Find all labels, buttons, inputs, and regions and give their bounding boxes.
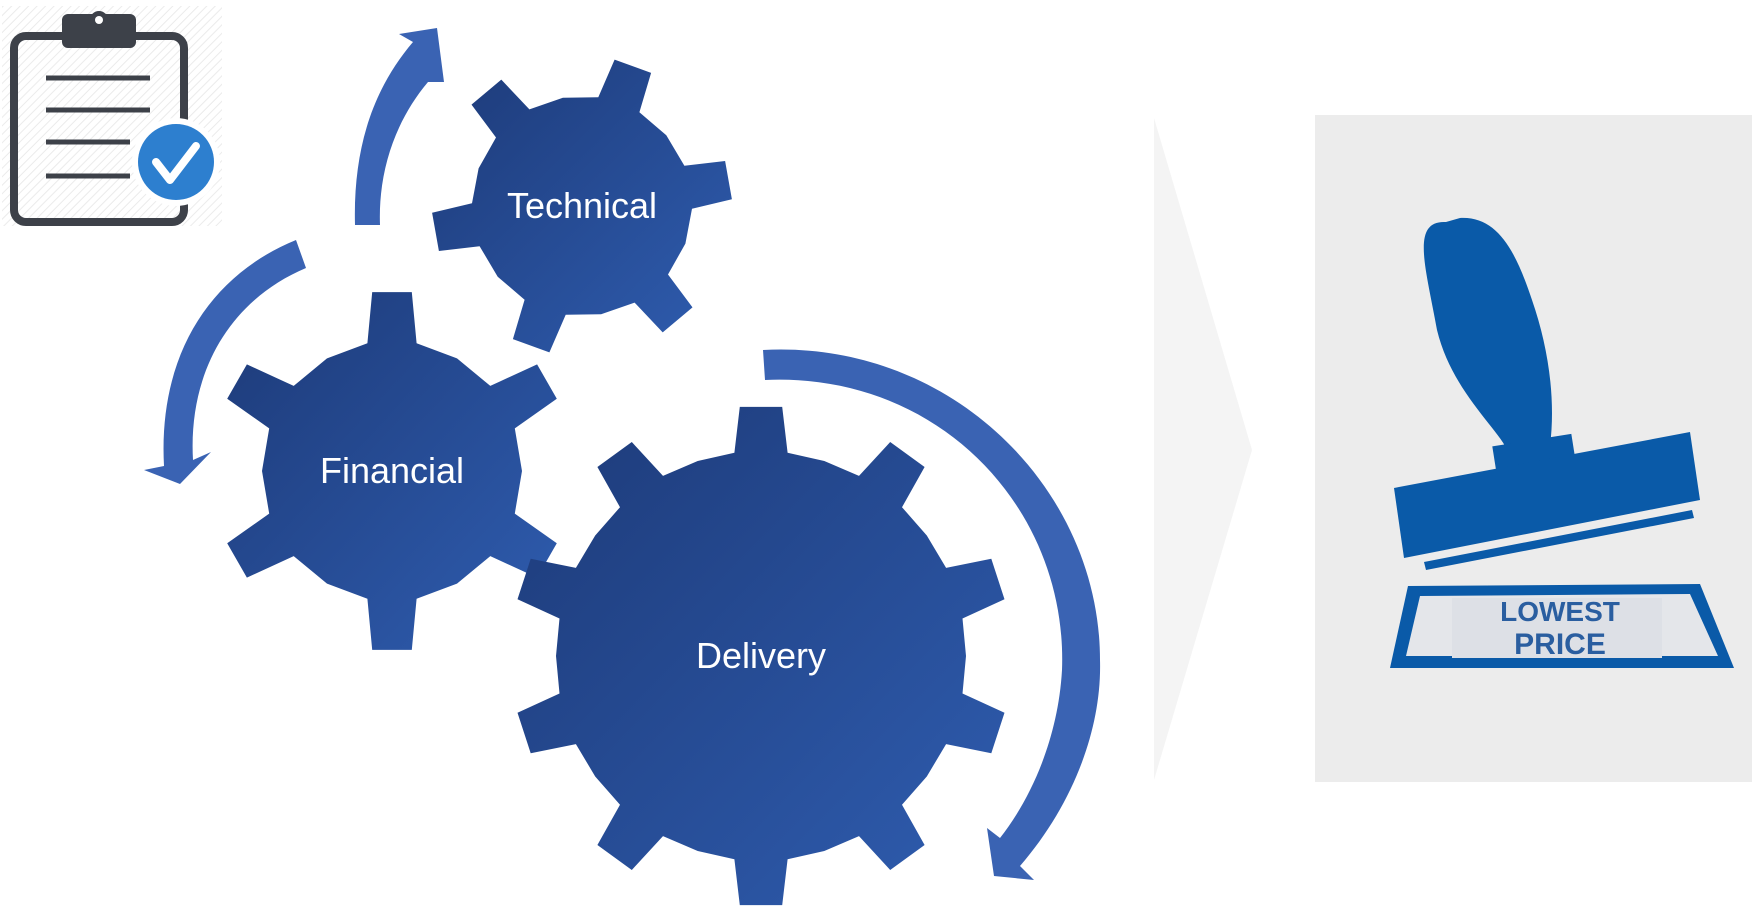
clipboard-check-icon <box>2 6 222 226</box>
arrow-down-to-financial <box>144 240 306 484</box>
gear-delivery-shape <box>517 406 1005 906</box>
cycle-arrows <box>144 28 1101 881</box>
arrow-up-to-technical <box>354 28 444 225</box>
gear-technical-shape <box>432 59 732 353</box>
gear-delivery: Delivery <box>517 406 1005 906</box>
rubber-stamp-icon: LOWEST PRICE <box>1315 115 1752 782</box>
gear-technical: Technical <box>432 59 732 353</box>
gear-delivery-label: Delivery <box>696 635 826 676</box>
stamp-text-line1: LOWEST <box>1500 596 1620 627</box>
stamp-text-line2: PRICE <box>1514 628 1606 661</box>
chevron-right-icon <box>1154 118 1252 780</box>
arrow-around-delivery <box>763 349 1101 881</box>
gear-financial: Financial <box>227 292 557 650</box>
gear-financial-label: Financial <box>320 450 464 491</box>
gear-technical-label: Technical <box>507 185 657 226</box>
gear-financial-shape <box>227 292 557 650</box>
